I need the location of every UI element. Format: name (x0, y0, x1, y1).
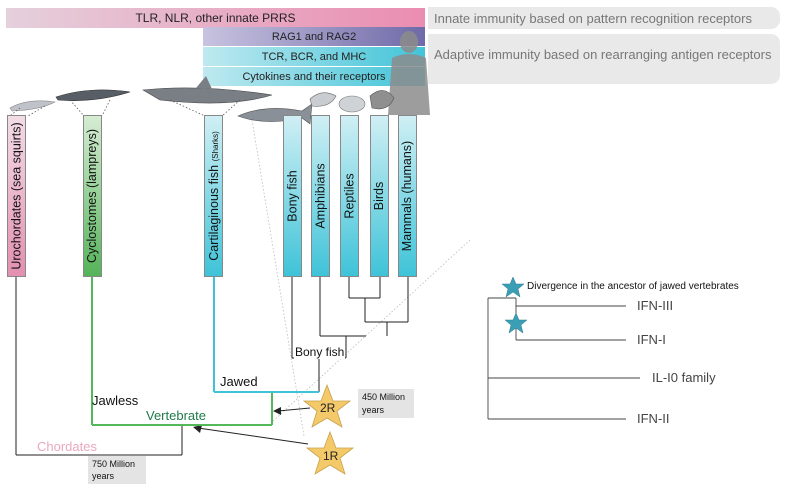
lamprey-icon (55, 89, 131, 101)
reptile-icon (338, 95, 366, 113)
reptiles-box: Reptiles (340, 115, 359, 277)
time-750-box: 750 Million years (88, 456, 146, 484)
tree-lines (15, 277, 409, 456)
inset-tree (487, 297, 640, 420)
mammals-box: Mammals (humans) (398, 115, 417, 277)
time-450-box: 450 Million years (358, 389, 414, 418)
bony-fish-box: Bony fish (283, 115, 302, 277)
cytokines-label: Cytokines and their receptors (242, 70, 386, 83)
star-1r-icon (305, 430, 355, 475)
adaptive-immunity-caption: Adaptive immunity based on rearranging a… (434, 47, 772, 62)
arrow-1r-icon (193, 425, 202, 433)
vertebrate-branch (91, 277, 273, 426)
2r-label: 2R (320, 401, 336, 415)
legend-star-icon (501, 276, 525, 298)
vertebrate-label: Vertebrate (146, 408, 206, 423)
ifn2-label: IFN-II (637, 411, 670, 426)
urochordates-box: Urochordates (sea squirts) (7, 115, 26, 277)
bony-fish-node-label: Bony fish (294, 345, 346, 359)
tcr-bcr-mhc-bar: TCR, BCR, and MHC (203, 47, 425, 66)
bird-icon (369, 90, 395, 110)
sea-squirt-icon (9, 100, 56, 112)
inset-legend-text: Divergence in the ancestor of jawed vert… (527, 281, 739, 292)
time-450-line1: 450 Million (362, 392, 406, 402)
mammals-label: Mammals (humans) (400, 140, 415, 252)
inset-star-icon (504, 312, 528, 334)
innate-immunity-caption: Innate immunity based on pattern recogni… (434, 10, 752, 26)
cartilaginous-fish-box: Cartilaginous fish (Sharks) (204, 115, 223, 277)
jawed-branch (213, 277, 319, 393)
1r-label: 1R (323, 449, 339, 463)
cytokines-bar: Cytokines and their receptors (203, 67, 425, 86)
human-silhouette-icon (388, 31, 430, 115)
amphibian-icon (309, 92, 337, 107)
ifn3-label: IFN-III (637, 298, 674, 313)
birds-label: Birds (372, 181, 387, 211)
tcr-bcr-mhc-label: TCR, BCR, and MHC (261, 50, 367, 63)
time-450-line2: years (362, 405, 385, 415)
ifn1-label: IFN-I (637, 332, 666, 347)
jawless-label: Jawless (92, 393, 139, 408)
reptiles-label: Reptiles (342, 173, 357, 219)
innate-receptors-label: TLR, NLR, other innate PRRS (135, 11, 296, 25)
jawed-label: Jawed (220, 374, 258, 389)
innate-immunity-caption-bar: Innate immunity based on pattern recogni… (428, 7, 780, 29)
birds-box: Birds (370, 115, 389, 277)
amphibians-box: Amphibians (311, 115, 330, 277)
innate-receptors-bar: TLR, NLR, other innate PRRS (6, 8, 425, 28)
adaptive-immunity-caption-bar: Adaptive immunity based on rearranging a… (428, 34, 780, 84)
cyclostomes-label: Cyclostomes (lampreys) (85, 128, 100, 264)
star-2r-icon (302, 383, 352, 428)
cartilaginous-fish-label: Cartilaginous fish (Sharks) (207, 131, 221, 261)
time-750-line2: years (92, 471, 115, 481)
time-750-line1: 750 Million (92, 459, 136, 469)
urochordates-label: Urochordates (sea squirts) (9, 122, 24, 270)
rag-label: RAG1 and RAG2 (271, 30, 357, 43)
rag-bar: RAG1 and RAG2 (203, 27, 425, 46)
cartilaginous-fish-name: Cartilaginous fish (206, 164, 221, 261)
cyclostomes-box: Cyclostomes (lampreys) (83, 115, 102, 277)
bony-fish-label: Bony fish (285, 170, 300, 222)
chordates-label: Chordates (37, 439, 97, 454)
il10-label: IL-I0 family (652, 370, 716, 385)
amphibians-label: Amphibians (313, 163, 328, 229)
arrow-2r-icon (273, 407, 281, 415)
cartilaginous-fish-sub: (Sharks) (210, 131, 220, 162)
shark-icon (142, 76, 273, 104)
